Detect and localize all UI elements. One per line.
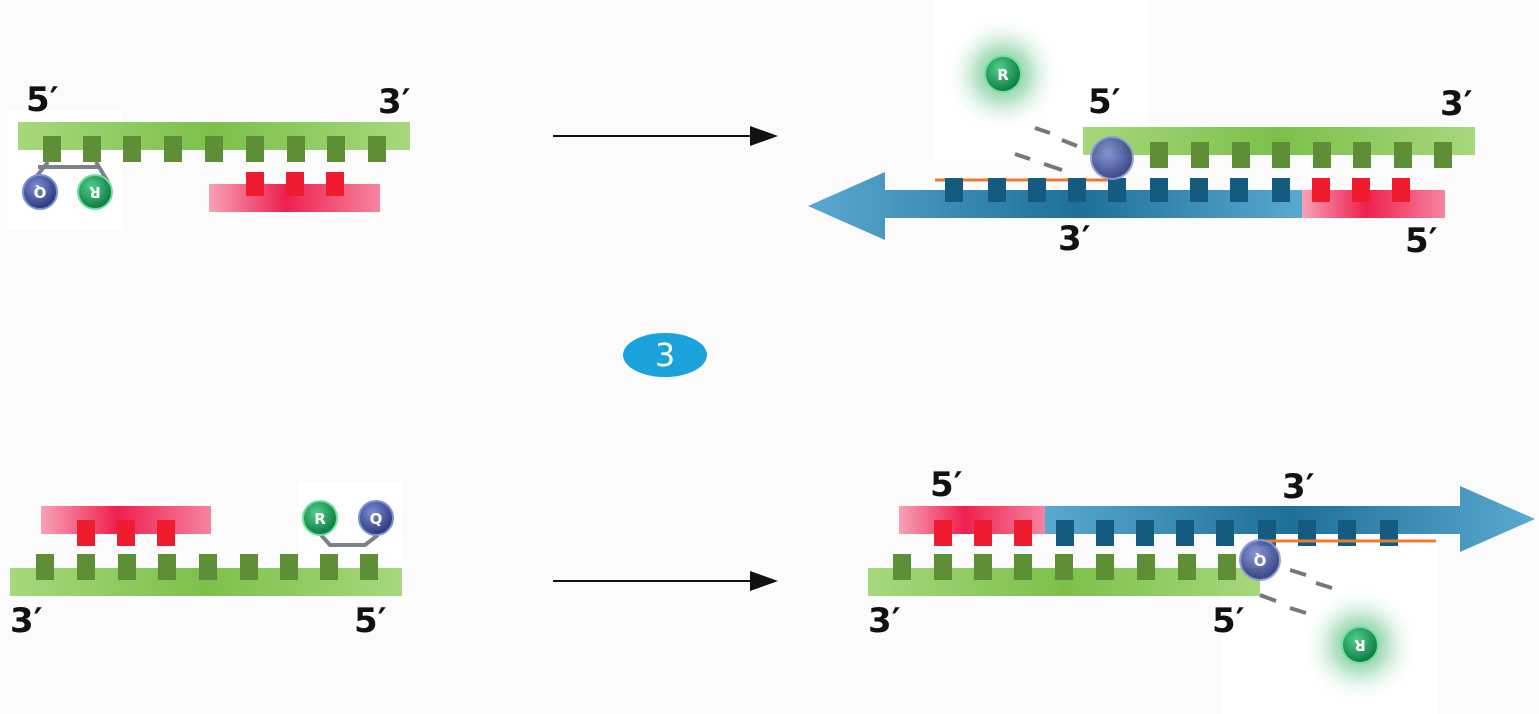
green-template-teeth [893, 554, 1236, 580]
reporter-letter: R [89, 183, 101, 201]
label-3-prime: 3′ [10, 601, 43, 641]
label-3-prime: 3′ [1058, 219, 1091, 259]
reporter-letter: R [314, 510, 326, 528]
green-template-teeth [36, 554, 378, 580]
label-5-prime: 5′ [930, 465, 963, 505]
quencher-icon: Q [22, 174, 58, 210]
step-number: 3 [655, 336, 675, 374]
released-reporter-icon: R [984, 55, 1022, 93]
bottom-left-probe: R Q 3′ 5′ [10, 500, 402, 641]
top-left-probe: Q R 5′ 3′ [18, 80, 411, 212]
quencher-letter: Q [370, 510, 383, 528]
red-primer-teeth [934, 520, 1032, 546]
quencher-icon [1090, 136, 1134, 180]
label-3-prime: 3′ [1440, 84, 1473, 124]
reaction-arrow-top [553, 126, 778, 146]
green-probe-teeth [43, 136, 386, 162]
label-5-prime: 5′ [1088, 82, 1121, 122]
bottom-right-cleavage: Q R 5′ 3′ 3′ 5′ [868, 465, 1535, 703]
red-primer-teeth [77, 520, 175, 546]
extension-arrow-left [808, 172, 1302, 240]
released-reporter-icon: R [1341, 626, 1379, 664]
label-3-prime: 3′ [1282, 467, 1315, 507]
red-primer-teeth [1312, 178, 1410, 202]
extension-arrow-right [1045, 486, 1535, 552]
step-badge: 3 [623, 333, 707, 377]
label-5-prime: 5′ [1405, 221, 1438, 261]
blue-strand-teeth [945, 178, 1290, 202]
label-3-prime: 3′ [378, 82, 411, 122]
label-5-prime: 5′ [354, 601, 387, 641]
top-right-cleavage: R 5′ 3′ 3′ 5′ [808, 16, 1475, 261]
reporter-icon: R [302, 500, 338, 536]
red-primer-teeth [246, 172, 344, 196]
quencher-icon: Q [358, 500, 394, 536]
quencher-letter: Q [1254, 551, 1267, 569]
green-probe-teeth [1150, 142, 1452, 168]
reaction-arrow-bottom [553, 571, 778, 591]
fluorophore-linker [319, 533, 380, 547]
reporter-letter-released: R [997, 66, 1009, 84]
quencher-letter: Q [34, 183, 47, 201]
cleavage-dashes [1014, 126, 1078, 172]
quencher-icon: Q [1239, 539, 1281, 581]
label-5-prime: 5′ [1212, 601, 1245, 641]
label-5-prime: 5′ [26, 80, 59, 120]
reporter-letter-released: R [1354, 636, 1366, 654]
reporter-icon: R [77, 174, 113, 210]
label-3-prime: 3′ [868, 601, 901, 641]
cleavage-dashes [1259, 568, 1333, 615]
